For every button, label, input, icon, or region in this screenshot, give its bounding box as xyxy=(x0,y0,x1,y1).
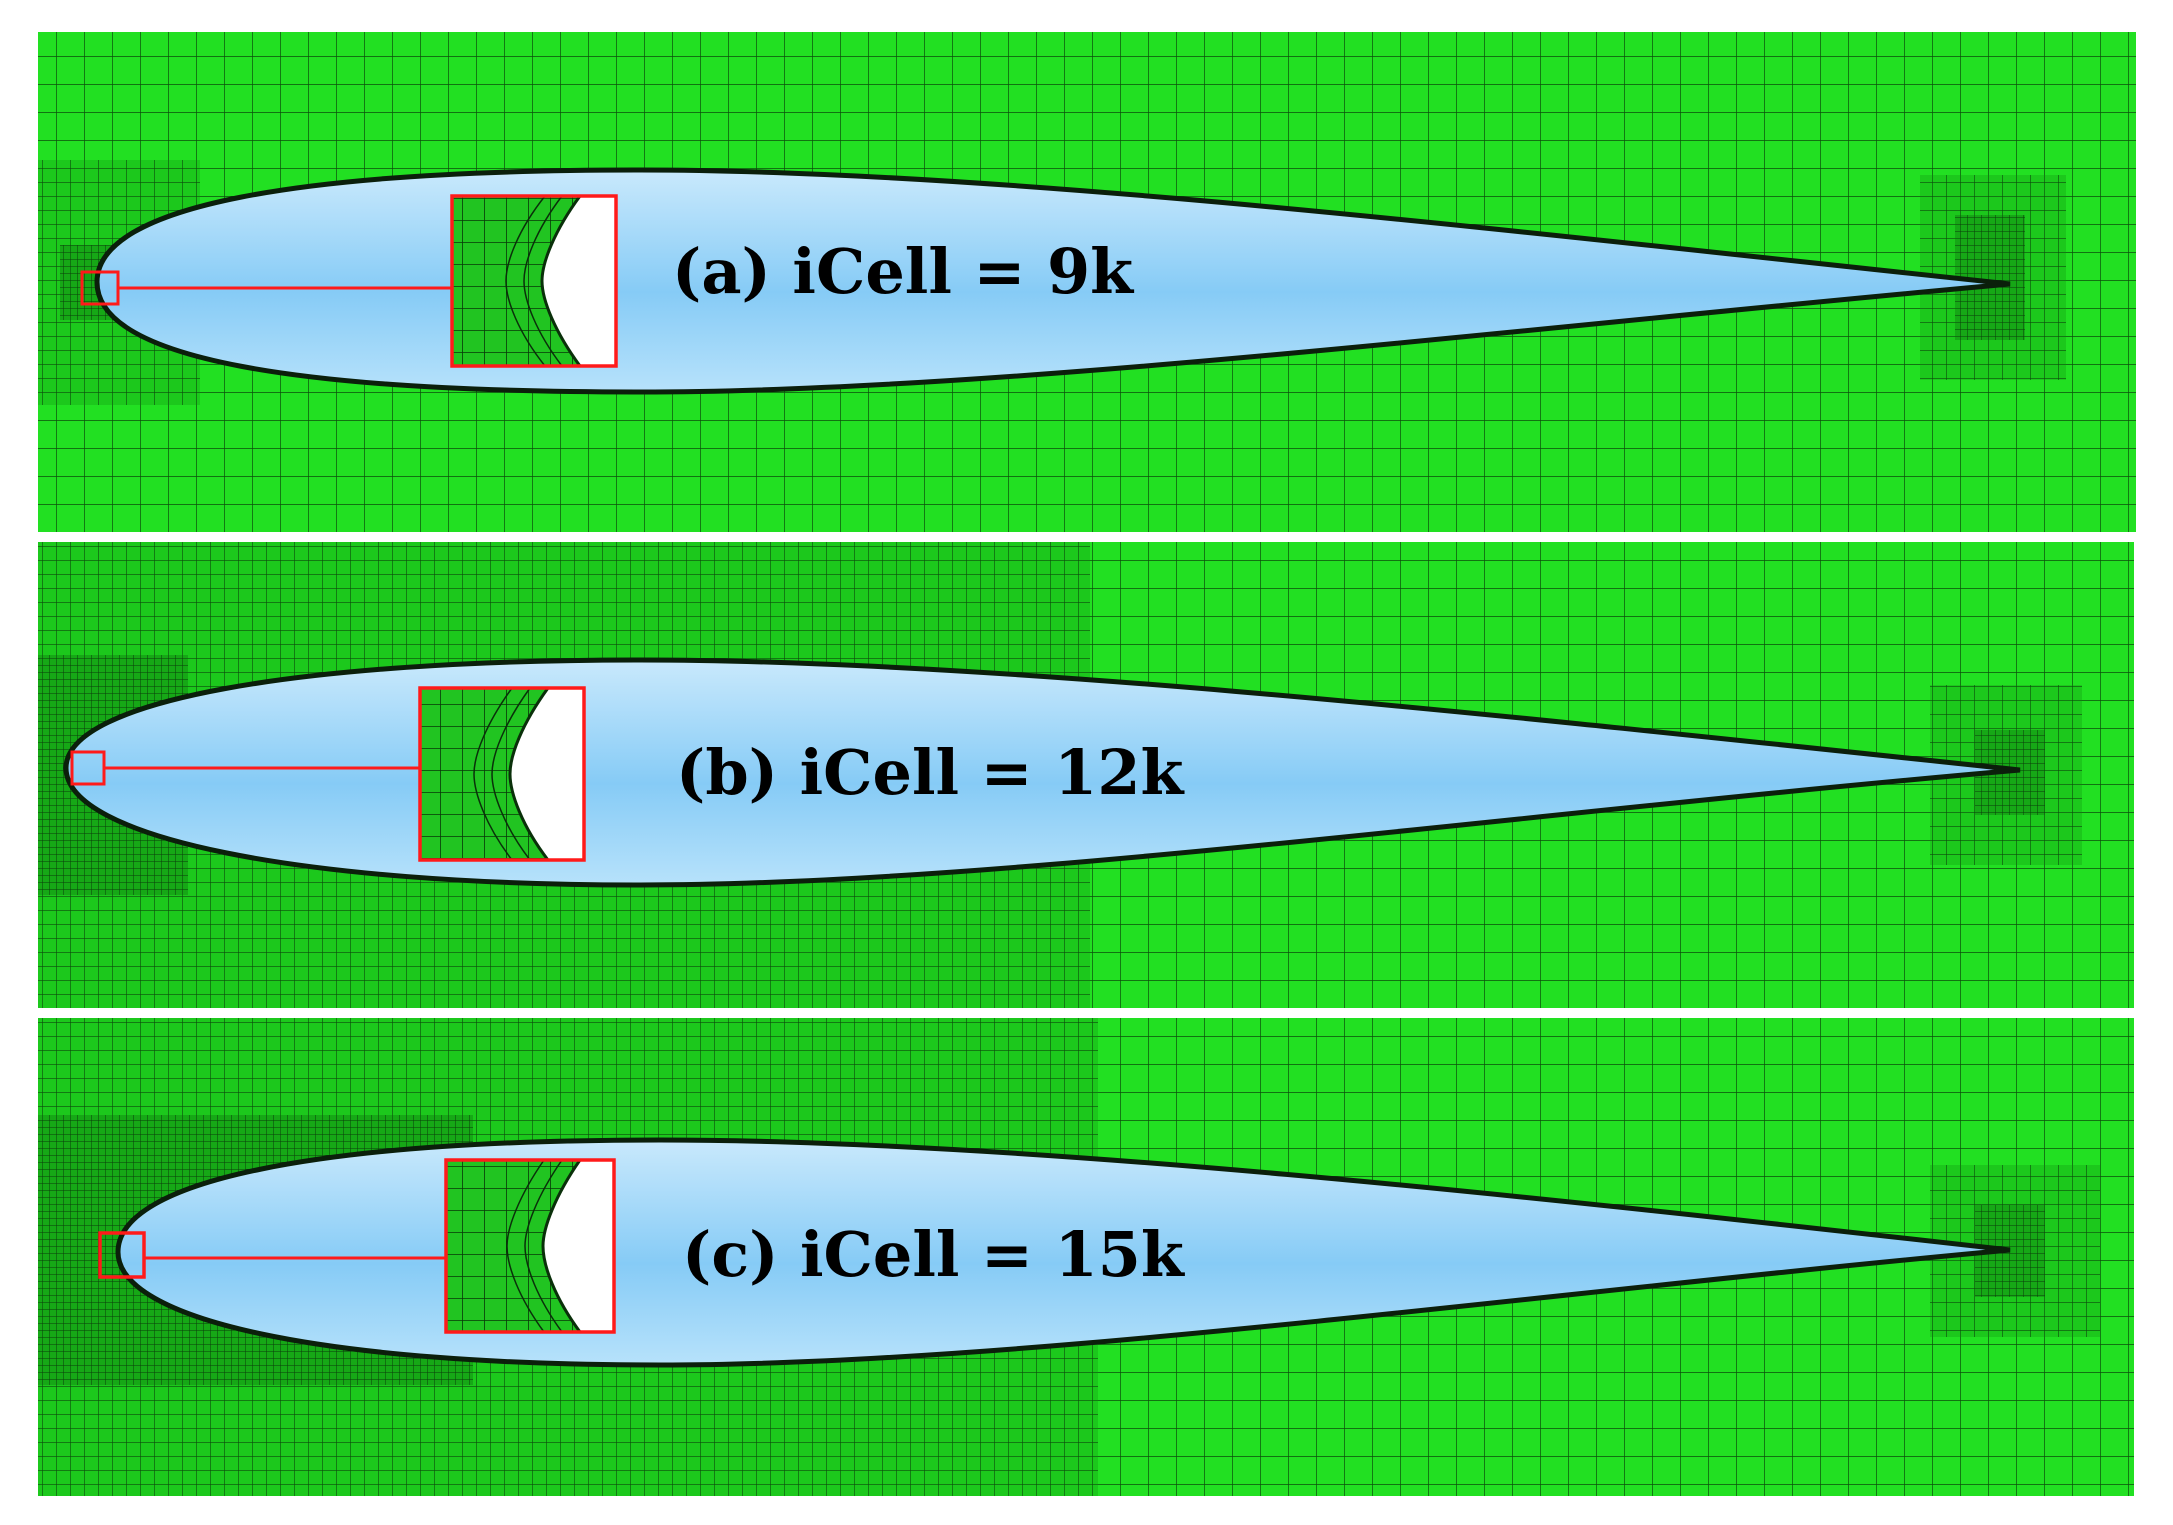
panel-b: (b) iCell = 12k xyxy=(38,542,2134,1008)
zoom-inset-frame xyxy=(444,1158,616,1334)
panel-a: (a) iCell = 9k xyxy=(38,32,2136,532)
panel-a-label: (a) iCell = 9k xyxy=(672,235,1135,308)
panel-b-label: (b) iCell = 12k xyxy=(676,736,1185,809)
zoom-inset xyxy=(444,1158,616,1334)
leading-edge-callout-box xyxy=(98,1231,146,1279)
panel-c: (c) iCell = 15k xyxy=(38,1018,2134,1496)
zoom-inset-frame xyxy=(418,686,586,862)
zoom-inset xyxy=(418,686,586,862)
zoom-inset-frame xyxy=(450,194,618,368)
panel-c-label: (c) iCell = 15k xyxy=(682,1218,1186,1291)
zoom-inset xyxy=(450,194,618,368)
